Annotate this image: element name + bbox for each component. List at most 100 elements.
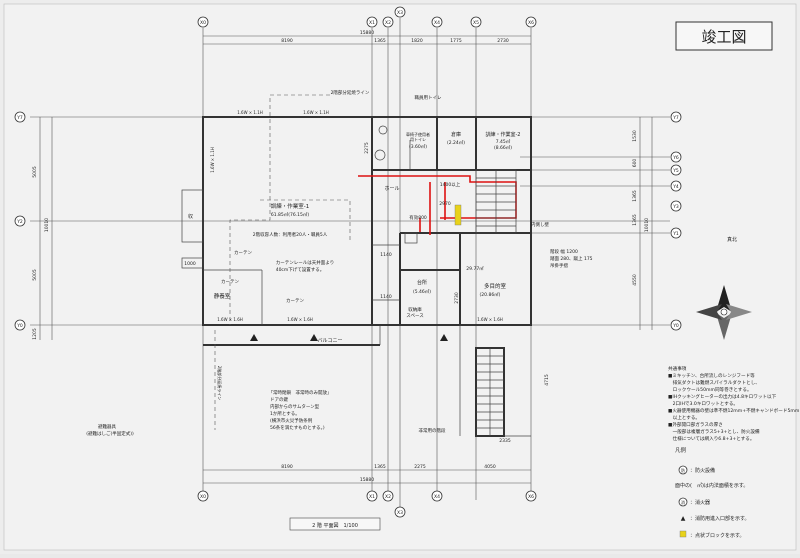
svg-text:2階部分延焼ライン: 2階部分延焼ライン (217, 366, 223, 401)
svg-text:Y3: Y3 (672, 204, 679, 210)
annotation-labels: 2階部分延焼ライン 1.6W × 1.1H 1.6W × 1.1H 1.6W ×… (184, 89, 592, 444)
svg-text:1530: 1530 (632, 130, 638, 142)
svg-text:1.6W × 1.1H: 1.6W × 1.1H (210, 147, 215, 173)
svg-text:カーテン: カーテン (234, 250, 252, 256)
svg-text:1365: 1365 (374, 464, 386, 470)
svg-text:(横浜市火災予防条例: (横浜市火災予防条例 (270, 417, 313, 424)
svg-text:600: 600 (632, 159, 638, 168)
title-block: 竣工図 (675, 21, 773, 51)
svg-text:1205: 1205 (32, 328, 38, 340)
svg-text:(5.46㎡): (5.46㎡) (413, 288, 431, 295)
svg-text:(20.86㎡): (20.86㎡) (480, 291, 501, 298)
common-note-line: 排気ダクトは難燃スパイラルダクトとし、 (668, 379, 760, 386)
north-arrow: 真北 (696, 236, 752, 340)
svg-text:真北: 真北 (727, 236, 737, 243)
svg-text:カーテンレールは天井面より: カーテンレールは天井面より (276, 259, 334, 266)
svg-text:1.6W × 1.6H: 1.6W × 1.6H (477, 317, 503, 322)
svg-text:4715: 4715 (544, 374, 550, 386)
svg-text:▲: ▲ (681, 515, 686, 522)
svg-text:(3.60㎡): (3.60㎡) (409, 143, 427, 150)
svg-text:56条を満たすものとする。): 56条を満たすものとする。) (270, 424, 325, 431)
common-note-line: ロックウール50mm同等巻きとする。 (668, 386, 752, 393)
grid-bubbles-bottom: X0 X1 X2 X3 X4 X6 (197, 490, 537, 518)
svg-text:Y1: Y1 (672, 231, 679, 237)
svg-text:X2: X2 (385, 494, 391, 500)
fire-spread-lines (214, 94, 351, 430)
svg-text:40cm下げて設置する。: 40cm下げて設置する。 (276, 266, 325, 273)
svg-text:(8.66㎡): (8.66㎡) (494, 144, 512, 151)
svg-text:X3: X3 (397, 510, 403, 516)
svg-text:1140: 1140 (380, 294, 392, 300)
dimensions-right: 1530 600 1365 1365 4550 10010 4715 (544, 117, 653, 386)
svg-text:有効800: 有効800 (409, 214, 427, 221)
svg-text:面中の( ㎡)は内法面積を示す。: 面中の( ㎡)は内法面積を示す。 (675, 482, 748, 489)
svg-text:非常用の階段: 非常用の階段 (419, 427, 446, 434)
svg-text:X6: X6 (528, 20, 534, 26)
entry-markers (250, 334, 448, 341)
svg-text:1140: 1140 (380, 252, 392, 258)
svg-text:2275: 2275 (364, 142, 370, 154)
svg-text:Y0: Y0 (16, 323, 23, 329)
svg-text:15880: 15880 (360, 477, 374, 483)
dimensions-bottom: 8190 1365 2275 4050 15880 (203, 464, 531, 484)
svg-text:2 階 平面図 1/100: 2 階 平面図 1/100 (312, 522, 358, 529)
svg-text:(避難はしご(半固定式)): (避難はしご(半固定式)) (86, 430, 134, 437)
svg-text:1.6W × 1.6H: 1.6W × 1.6H (217, 317, 243, 322)
svg-text:29.77㎡: 29.77㎡ (466, 265, 484, 272)
common-note-line: ■外部開口部ガラスの厚さ (668, 421, 723, 428)
sheet-title: 竣工図 (701, 28, 746, 46)
svg-text:1365: 1365 (632, 190, 638, 202)
svg-text:台所: 台所 (417, 279, 427, 286)
svg-text:X0: X0 (200, 20, 206, 26)
svg-text:Y7: Y7 (16, 115, 23, 121)
svg-text:2730: 2730 (497, 38, 509, 44)
svg-text:2730: 2730 (454, 292, 460, 304)
svg-text:1.6W × 1.1H: 1.6W × 1.1H (237, 110, 263, 115)
dimensions-top: 15880 8190 1365 1820 1775 2730 (203, 30, 531, 45)
svg-text:階段 幅 1200: 階段 幅 1200 (550, 248, 578, 255)
svg-text:X0: X0 (200, 494, 206, 500)
room-rest: 静養室 (214, 292, 231, 300)
common-note-line: 以上とする。 (668, 414, 700, 421)
room-labels: 訓練・作業室-1 61.85㎡(76.15㎡) 2階収容人数：利用者20人・職員… (86, 94, 549, 437)
svg-text:X5: X5 (473, 20, 479, 26)
common-note-line: ■ミキッチン、台所流しのレンジフード等 (668, 372, 755, 379)
svg-text:避難器具: 避難器具 (98, 423, 116, 430)
svg-text:1365: 1365 (632, 214, 638, 226)
grid-bubbles-top: X0 X1 X2 X3 X4 X5 X6 (197, 6, 537, 28)
svg-text:2970: 2970 (439, 201, 451, 207)
svg-text:吊掛手摺: 吊掛手摺 (550, 262, 568, 269)
common-note-line: 仕様については網入り6.8+3+とする。 (668, 435, 754, 442)
common-note-line: ■火器使用機器の壁は準不燃12mm+不燃キャンドボード5mm (668, 407, 800, 414)
svg-text:5005: 5005 (32, 269, 38, 281)
grid-bubbles-left: Y7 Y2 Y0 (14, 111, 26, 331)
svg-text:カーテン: カーテン (221, 279, 239, 285)
svg-text:Y2: Y2 (16, 219, 23, 225)
svg-text:8190: 8190 (281, 38, 293, 44)
svg-text:Y0: Y0 (672, 323, 679, 329)
svg-text:X1: X1 (369, 494, 375, 500)
svg-text:1820: 1820 (411, 38, 423, 44)
svg-text:職員用トイレ: 職員用トイレ (415, 94, 442, 101)
svg-text:カーテン: カーテン (286, 298, 304, 304)
svg-text:ホール: ホール (384, 186, 399, 192)
common-note-line: 一般部は複層ガラス5+3+とし、防火設備 (668, 428, 760, 435)
svg-text:防: 防 (681, 467, 685, 473)
exterior-stair (459, 325, 531, 437)
svg-text:スペース: スペース (406, 313, 424, 319)
svg-text:1.6W × 1.6H: 1.6W × 1.6H (287, 317, 313, 322)
svg-text:Y4: Y4 (672, 184, 679, 190)
svg-text:車椅子使用者: 車椅子使用者 (406, 131, 430, 137)
svg-text:消: 消 (681, 499, 685, 505)
svg-text:4050: 4050 (484, 464, 496, 470)
grid-bubbles-right: Y7 Y6 Y5 Y4 Y3 Y1 Y0 (670, 111, 682, 331)
sheet-caption: 2 階 平面図 1/100 (289, 517, 381, 531)
svg-text:収: 収 (188, 213, 193, 220)
svg-text:バルコニー: バルコニー (318, 338, 343, 344)
svg-text:X4: X4 (434, 20, 440, 26)
svg-text:1.6W × 1.1H: 1.6W × 1.1H (303, 110, 329, 115)
svg-text:：点状ブロックを示す。: ：点状ブロックを示す。 (690, 532, 745, 539)
svg-text:1か所とする。: 1か所とする。 (270, 410, 300, 417)
